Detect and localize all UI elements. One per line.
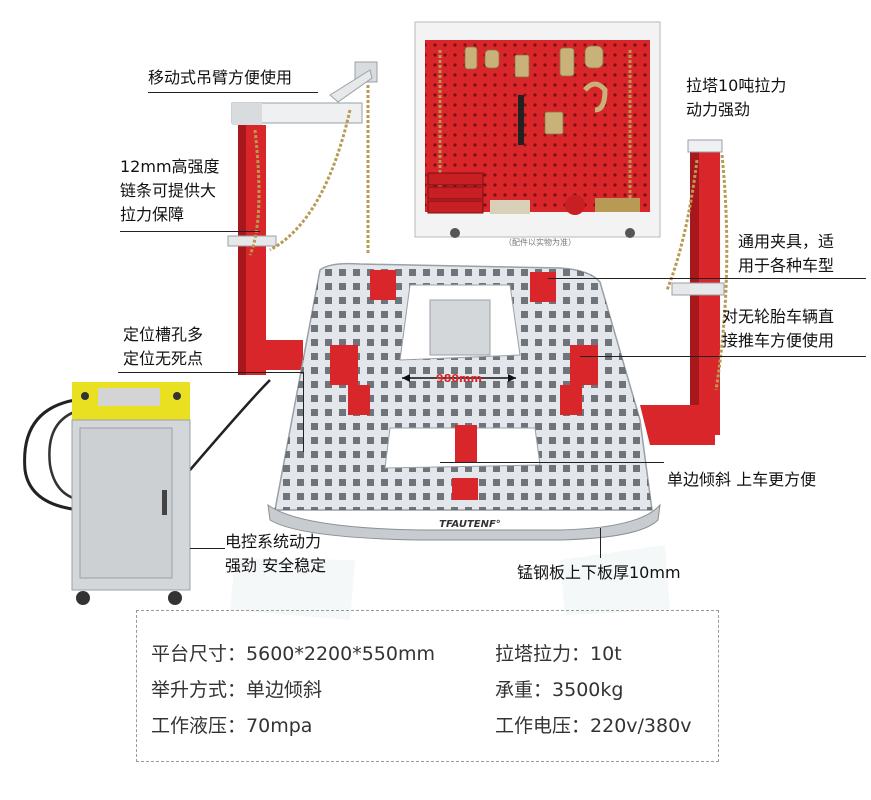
callout-clamp: 通用夹具，适 用于各种车型 bbox=[738, 232, 835, 275]
callout-steel: 锰钢板上下板厚10mm bbox=[517, 563, 681, 582]
spec-table: 平台尺寸：5600*2200*550mm 拉塔拉力：10t 举升方式：单边倾斜 … bbox=[136, 610, 719, 762]
spec-label: 拉塔拉力： bbox=[495, 643, 591, 665]
spec-label: 工作电压： bbox=[495, 715, 591, 737]
spec-label: 承重： bbox=[495, 679, 553, 701]
spec-value: 10t bbox=[590, 643, 622, 665]
spec-label: 工作液压： bbox=[151, 715, 247, 737]
control-cabinet bbox=[23, 379, 271, 605]
callout-control: 电控系统动力 强劲 安全稳定 bbox=[225, 532, 327, 575]
leader-tilt bbox=[440, 462, 664, 463]
width-label: 980mm bbox=[436, 372, 482, 385]
spec-platform-size: 平台尺寸：5600*2200*550mm bbox=[151, 639, 435, 666]
callout-tower: 拉塔10吨拉力 动力强劲 bbox=[686, 76, 787, 119]
leader-clamp bbox=[548, 278, 866, 279]
leader-steel bbox=[600, 528, 601, 558]
callout-slots: 定位槽孔多 定位无死点 bbox=[123, 325, 204, 368]
spec-value: 3500kg bbox=[552, 679, 624, 701]
leader-slots bbox=[118, 372, 303, 373]
tool-board: （配件以实物为准） bbox=[414, 21, 661, 247]
board-caption: （配件以实物为准） bbox=[504, 237, 576, 247]
right-pull-tower bbox=[640, 139, 729, 445]
spec-value: 5600*2200*550mm bbox=[246, 643, 436, 665]
leader-slots-drop bbox=[303, 372, 304, 452]
leader-push bbox=[580, 356, 866, 357]
steel-plate-sample bbox=[230, 558, 355, 620]
callout-boom: 移动式吊臂方便使用 bbox=[148, 68, 293, 87]
spec-value: 70mpa bbox=[246, 715, 313, 737]
leader-boom bbox=[148, 92, 318, 93]
spec-label: 举升方式： bbox=[151, 679, 247, 701]
steel-plate-sample-2 bbox=[560, 545, 670, 615]
spec-voltage: 工作电压：220v/380v bbox=[495, 711, 691, 738]
platform: 980mm TFAUTENF° bbox=[267, 262, 661, 541]
callout-tilt: 单边倾斜 上车更方便 bbox=[667, 470, 817, 489]
spec-value: 单边倾斜 bbox=[246, 679, 323, 701]
spec-label: 平台尺寸： bbox=[151, 643, 247, 665]
left-boom-tower bbox=[227, 61, 378, 375]
spec-load: 承重：3500kg bbox=[495, 675, 623, 702]
spec-value: 220v/380v bbox=[590, 715, 692, 737]
spec-lift-method: 举升方式：单边倾斜 bbox=[151, 675, 322, 702]
callout-push: 对无轮胎车辆直 接推车方便使用 bbox=[722, 307, 835, 350]
spec-hydraulic: 工作液压：70mpa bbox=[151, 711, 312, 738]
brand-logo: TFAUTENF° bbox=[439, 519, 501, 530]
callout-chain: 12mm高强度 链条可提供大 拉力保障 bbox=[120, 157, 220, 224]
leader-control bbox=[190, 548, 225, 549]
leader-chain bbox=[120, 231, 260, 232]
spec-tower-force: 拉塔拉力：10t bbox=[495, 639, 622, 666]
